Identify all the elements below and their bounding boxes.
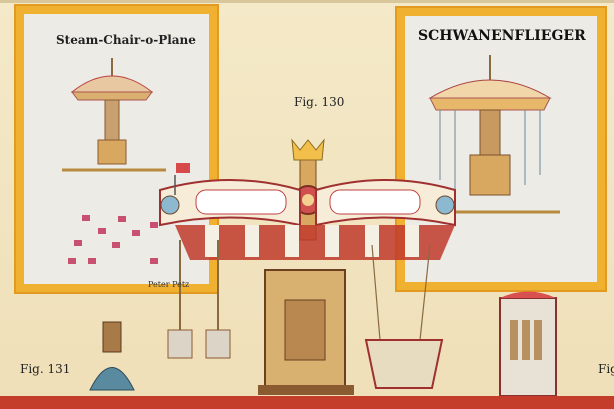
figure-label-left: Fig. 131 [20, 362, 71, 376]
small-organ [89, 321, 135, 391]
fairground-organ [499, 291, 557, 397]
poster-right-title: SCHWANENFLIEGER [418, 28, 586, 44]
top-edge [0, 0, 614, 3]
poster-left-title: Steam-Chair-o-Plane [56, 33, 196, 47]
left-poster-carousel [62, 58, 166, 264]
bottom-red-bar [0, 396, 614, 409]
main-carousel [159, 138, 456, 395]
figure-label-right: Fig [598, 362, 614, 376]
figure-label-main: Fig. 130 [294, 95, 345, 109]
right-poster-carousel [425, 55, 560, 214]
poster-left-signature: Peter Petz [148, 280, 190, 289]
